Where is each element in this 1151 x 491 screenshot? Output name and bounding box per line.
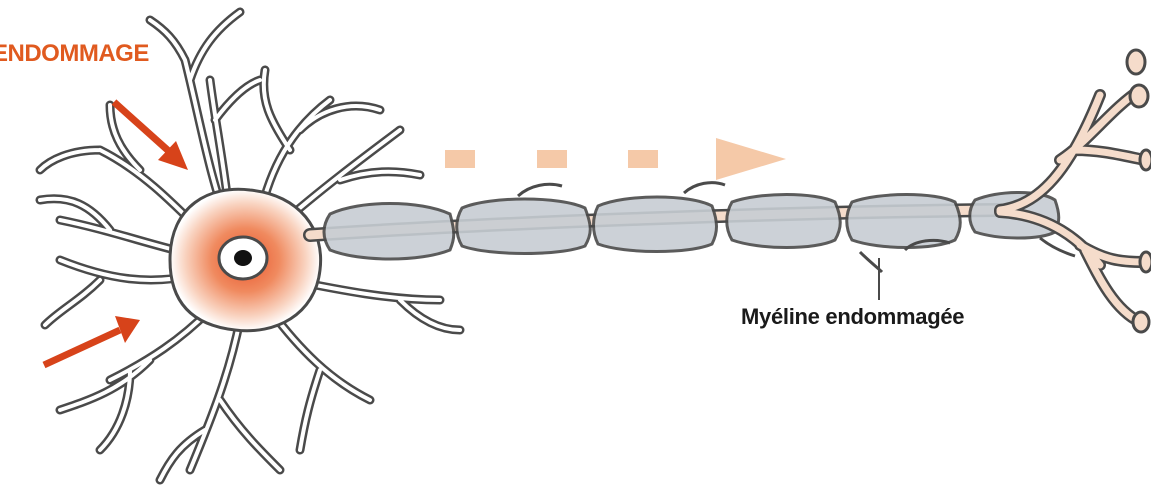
myelin-segment [594,197,717,252]
myelin-segment [324,204,454,260]
myelin-segment [457,199,591,254]
myelin-sheath [324,193,1059,260]
axon-terminals [1000,50,1151,332]
damaged-myelin-label: Myéline endommagée [741,304,964,330]
myelin-segment [727,195,841,248]
damage-label: ENDOMMAGE [0,40,149,68]
signal-direction-arrow [445,138,786,180]
myelin-segment [847,195,961,248]
nucleus [219,237,267,279]
terminal-buttons [1127,50,1151,332]
